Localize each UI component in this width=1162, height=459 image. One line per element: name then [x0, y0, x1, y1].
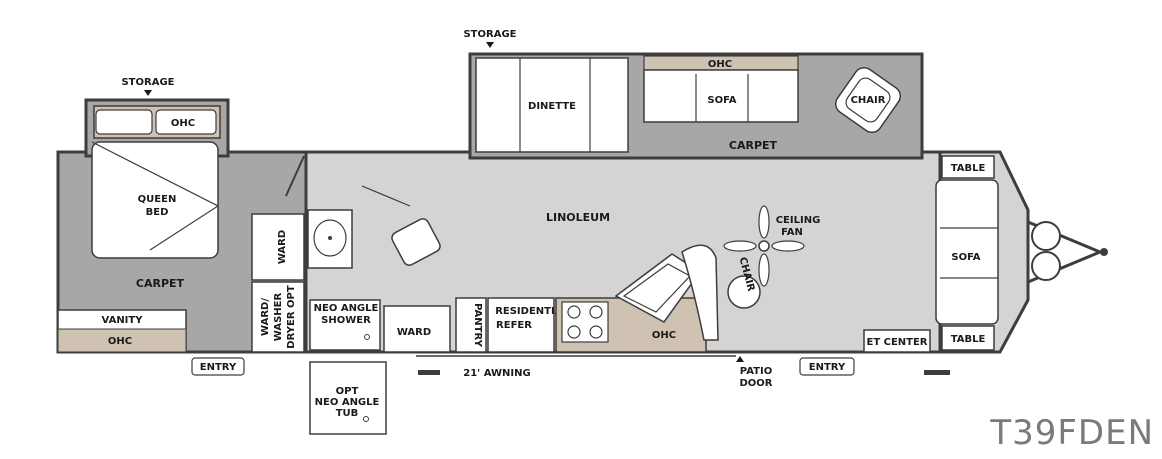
- bed-cover-fold: [91, 141, 220, 251]
- slide-chair-label: CHAIR: [851, 95, 886, 106]
- vanity-label: VANITY: [102, 315, 144, 326]
- hitch-jack: [1031, 221, 1061, 251]
- bedroom-ohc-cabinet: [155, 109, 217, 135]
- queen-bed[interactable]: [91, 141, 219, 259]
- bedroom-door[interactable]: [285, 155, 305, 197]
- hitch-ball: [1100, 248, 1108, 256]
- queen-bed-label: QUEEN: [138, 194, 177, 205]
- ward-washer-dryer[interactable]: [251, 281, 305, 353]
- front-sofa[interactable]: [935, 179, 999, 325]
- tub-drain: [363, 416, 369, 422]
- table-top[interactable]: [941, 155, 995, 179]
- dinette[interactable]: [475, 57, 629, 153]
- entry-rear-badge[interactable]: [191, 357, 245, 376]
- sink-drain: [328, 236, 332, 240]
- et-center[interactable]: [863, 329, 931, 353]
- storage-left-label: STORAGE: [121, 77, 174, 88]
- storage-top-arrow: [486, 42, 494, 48]
- lounge-chair[interactable]: [390, 217, 442, 268]
- kitchen-ohc-label: OHC: [652, 330, 676, 341]
- ward-upper-label: WARD: [277, 230, 288, 264]
- front-sofa-label: SOFA: [951, 252, 980, 263]
- kitchen-chair[interactable]: [727, 275, 761, 309]
- ward-upper[interactable]: [251, 213, 305, 281]
- opt-tub-label: OPT: [336, 386, 359, 397]
- stabilizer-jack: [418, 370, 440, 375]
- opt-neo-angle-tub: [309, 361, 387, 435]
- model-name: T39FDEN: [990, 413, 1154, 453]
- pantry-label: PANTRY: [472, 303, 483, 347]
- ward-lower[interactable]: [383, 305, 451, 353]
- opt-tub-label: NEO ANGLE: [315, 397, 380, 408]
- entry-rear-label: ENTRY: [200, 362, 237, 373]
- linoleum-label: LINOLEUM: [546, 211, 610, 224]
- ward-washer-label: WASHER: [273, 292, 284, 341]
- bedroom-ohc-cabinet: [95, 109, 153, 135]
- refer-label: REFER: [496, 320, 532, 331]
- burner: [589, 325, 603, 339]
- table-bottom[interactable]: [941, 325, 995, 351]
- neo-shower-label: NEO ANGLE: [314, 303, 379, 314]
- bedroom-carpet-label: CARPET: [136, 277, 185, 290]
- dinette-label: DINETTE: [528, 101, 576, 112]
- vanity-ohc: [57, 328, 187, 353]
- burner: [567, 325, 581, 339]
- queen-bed-label: BED: [146, 207, 169, 218]
- slide-chair[interactable]: [832, 64, 904, 136]
- ward-lower-label: WARD: [397, 327, 431, 338]
- table-bottom-label: TABLE: [951, 334, 986, 345]
- patio-door-label: PATIO: [740, 366, 772, 377]
- ceiling-fan-label: FAN: [781, 227, 803, 238]
- storage-top-label: STORAGE: [463, 29, 516, 40]
- stabilizer-jack: [924, 370, 950, 375]
- slide-carpet-label: CARPET: [729, 139, 778, 152]
- chair-swing: [361, 185, 411, 207]
- burner: [589, 305, 603, 319]
- entry-front-label: ENTRY: [809, 362, 846, 373]
- entry-front-badge[interactable]: [799, 357, 855, 376]
- storage-left-arrow: [144, 90, 152, 96]
- refer-label: RESIDENTIAL: [495, 306, 569, 317]
- residential-refer[interactable]: [487, 297, 555, 353]
- slide-ohc-label: OHC: [708, 59, 732, 70]
- patio-door-label: DOOR: [739, 378, 772, 389]
- neo-angle-shower[interactable]: [309, 299, 381, 351]
- kitchen-island: [681, 244, 719, 341]
- awning-label: 21' AWNING: [463, 368, 530, 379]
- neo-shower-label: SHOWER: [321, 315, 371, 326]
- burner: [567, 305, 581, 319]
- ward-washer-label: WARD/: [260, 298, 271, 336]
- slide-sofa[interactable]: [643, 69, 799, 123]
- slide-sofa-label: SOFA: [707, 95, 736, 106]
- et-center-label: ET CENTER: [866, 337, 927, 348]
- hitch-jack: [1031, 251, 1061, 281]
- ceiling-fan-label: CEILING: [776, 215, 821, 226]
- bedroom-ohc-label: OHC: [171, 118, 195, 129]
- vanity-ohc-label: OHC: [108, 336, 132, 347]
- ceiling-fan-icon: [723, 205, 805, 287]
- patio-door-arrow: [736, 356, 744, 362]
- shower-drain: [364, 334, 370, 340]
- ward-washer-label: DRYER OPT: [286, 285, 297, 349]
- pantry[interactable]: [455, 297, 487, 353]
- opt-tub-label: TUB: [336, 408, 359, 419]
- table-top-label: TABLE: [951, 163, 986, 174]
